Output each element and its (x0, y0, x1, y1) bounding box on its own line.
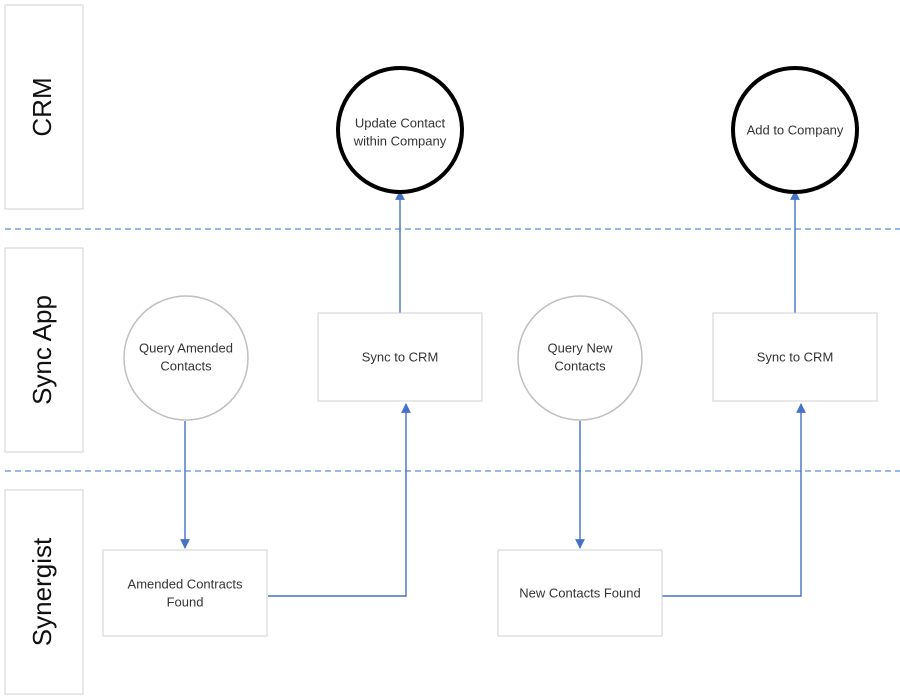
node-add-to-company-line1: Add to Company (747, 122, 844, 137)
node-query-amended-line2: Contacts (160, 358, 212, 373)
node-update-contact-line2: within Company (353, 133, 447, 148)
node-update-contact-circle (336, 66, 464, 194)
node-add-to-company-circle (731, 66, 859, 194)
lane-crm-box (4, 4, 84, 210)
node-query-new-line1: Query New (547, 340, 613, 355)
node-amended-found-line2: Found (167, 594, 204, 609)
node-query-new: Query New Contacts (517, 295, 643, 421)
node-update-contact: Update Contact within Company (336, 66, 464, 194)
node-sync-crm-right: Sync to CRM (712, 312, 878, 402)
node-add-to-company: Add to Company (731, 66, 859, 194)
node-query-new-circle (517, 295, 643, 421)
lane-sync-app: Sync App (4, 247, 84, 453)
node-query-amended: Query Amended Contacts (123, 295, 249, 421)
lane-sync-app-label: Sync App (27, 295, 57, 405)
node-sync-crm-left-box (317, 312, 483, 402)
node-amended-found: Amended Contracts Found (102, 549, 268, 637)
node-amended-found-box (102, 549, 268, 637)
node-new-found-box (497, 549, 663, 637)
lane-synergist-box (4, 489, 84, 695)
node-sync-crm-left: Sync to CRM (317, 312, 483, 402)
node-query-amended-circle (123, 295, 249, 421)
node-query-new-line2: Contacts (554, 358, 606, 373)
lane-crm-label: CRM (27, 77, 57, 136)
node-sync-crm-right-line1: Sync to CRM (757, 349, 834, 364)
node-query-amended-line1: Query Amended (139, 340, 233, 355)
node-update-contact-line1: Update Contact (355, 115, 446, 130)
node-sync-crm-left-line1: Sync to CRM (362, 349, 439, 364)
node-amended-found-line1: Amended Contracts (128, 576, 243, 591)
node-sync-crm-right-box (712, 312, 878, 402)
lane-crm: CRM (4, 4, 84, 210)
connector-new-found-to-sync-right (662, 403, 806, 597)
lane-synergist-label: Synergist (27, 537, 57, 646)
node-new-found: New Contacts Found (497, 549, 663, 637)
lane-synergist: Synergist (4, 489, 84, 695)
node-new-found-line1: New Contacts Found (519, 585, 640, 600)
lane-sync-app-box (4, 247, 84, 453)
connector-amended-found-to-sync-left (268, 403, 411, 597)
